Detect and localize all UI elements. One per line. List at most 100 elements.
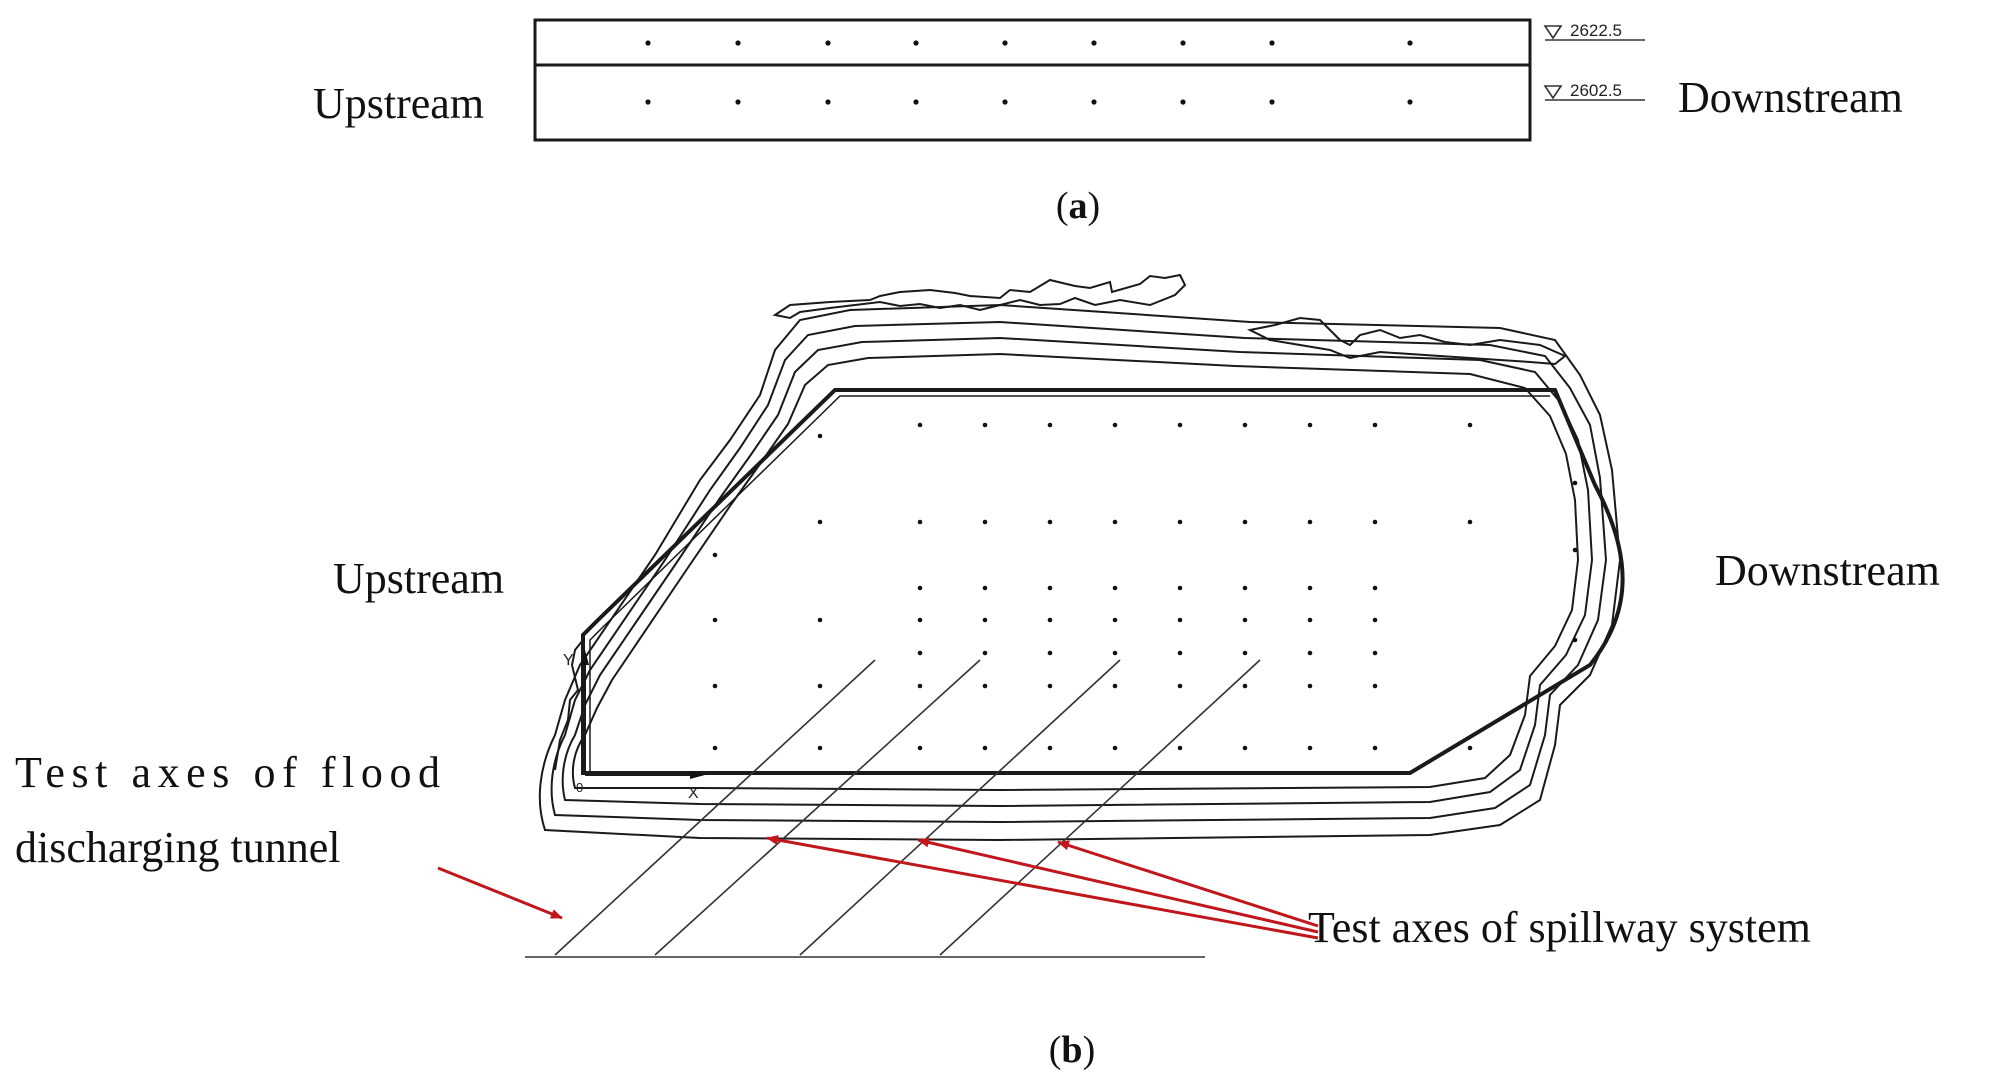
rough-top-edge (772, 273, 1187, 320)
contour-line (538, 303, 1622, 842)
y-axis-label: Y (563, 652, 574, 669)
measurement-point (1307, 650, 1313, 656)
measurement-point (712, 552, 718, 558)
measurement-point (1002, 40, 1008, 46)
elevation-triangle-icon (1543, 85, 1563, 100)
measurement-point (1467, 422, 1473, 428)
contour-line (550, 320, 1608, 824)
local-coordinate-axes: Y X 0 (563, 650, 705, 802)
measurement-point (1269, 40, 1275, 46)
measurement-point (1242, 745, 1248, 751)
flood-tunnel-label-line1: Test axes of flood (15, 748, 440, 797)
measurement-point (1242, 683, 1248, 689)
test-axis-lines (525, 659, 1261, 958)
x-axis-label: X (688, 785, 699, 802)
measurement-point (712, 745, 718, 751)
measurement-point (1407, 99, 1413, 105)
measurement-point (1242, 617, 1248, 623)
flood-tunnel-arrow (437, 866, 563, 920)
measurement-point (982, 745, 988, 751)
measurement-point (982, 650, 988, 656)
panel-a-downstream-label: Downstream (1678, 73, 1903, 122)
measurement-point (1112, 585, 1118, 591)
measurement-point (735, 40, 741, 46)
excavation-contours (538, 303, 1622, 842)
measurement-point (913, 40, 919, 46)
panel-b-upstream-label: Upstream (333, 554, 504, 603)
measurement-point (1112, 683, 1118, 689)
upstream-wall-edge (554, 639, 584, 771)
panel-a-dots (645, 40, 1413, 105)
measurement-point (1047, 683, 1053, 689)
measurement-point (1180, 40, 1186, 46)
contour-line (561, 336, 1594, 808)
measurement-point (1307, 422, 1313, 428)
measurement-point (645, 99, 651, 105)
measurement-point (825, 40, 831, 46)
panel-a-upstream-label: Upstream (313, 79, 484, 128)
measurement-point (712, 683, 718, 689)
measurement-point (1177, 617, 1183, 623)
measurement-point (817, 519, 823, 525)
measurement-point (1112, 617, 1118, 623)
measurement-point (917, 585, 923, 591)
measurement-point (1242, 422, 1248, 428)
measurement-point (917, 617, 923, 623)
test-axis-line (654, 659, 981, 956)
measurement-point (1047, 617, 1053, 623)
measurement-point (1242, 519, 1248, 525)
panel-b: Y X 0 Upstream Downstream Test axes of f… (15, 273, 1940, 1071)
panel-b-caption: (b) (1049, 1029, 1095, 1071)
measurement-point (1307, 585, 1313, 591)
measurement-point (1091, 99, 1097, 105)
measurement-point (913, 99, 919, 105)
test-axis-line (939, 659, 1261, 956)
panel-a: 2622.5 2602.5 Upstream Downstream (a) (313, 18, 1903, 227)
measurement-point (917, 650, 923, 656)
elevation-triangle-icon (1543, 25, 1563, 40)
measurement-point (982, 617, 988, 623)
contour-line (571, 352, 1580, 792)
measurement-point (1572, 547, 1578, 553)
measurement-point (1177, 519, 1183, 525)
measurement-point (1047, 422, 1053, 428)
measurement-point (982, 422, 988, 428)
measurement-point (982, 519, 988, 525)
measurement-point (1467, 745, 1473, 751)
elevation-top-label: 2622.5 (1570, 21, 1622, 40)
measurement-point (982, 683, 988, 689)
measurement-point (917, 683, 923, 689)
panel-a-caption: (a) (1056, 185, 1100, 227)
spillway-label: Test axes of spillway system (1308, 903, 1811, 952)
elevation-bottom-label: 2602.5 (1570, 81, 1622, 100)
measurement-point (1407, 40, 1413, 46)
measurement-point (1372, 650, 1378, 656)
panel-b-dots (712, 422, 1578, 751)
measurement-point (1180, 99, 1186, 105)
measurement-point (1177, 683, 1183, 689)
measurement-point (917, 519, 923, 525)
measurement-point (712, 617, 718, 623)
measurement-point (1307, 519, 1313, 525)
dam-section-outline (533, 18, 1532, 142)
measurement-point (1177, 650, 1183, 656)
panel-b-downstream-label: Downstream (1715, 546, 1940, 595)
measurement-point (1047, 585, 1053, 591)
measurement-point (1091, 40, 1097, 46)
elevation-marker-top: 2622.5 (1543, 21, 1645, 41)
spillway-arrow (917, 837, 1319, 934)
measurement-point (1177, 585, 1183, 591)
measurement-point (982, 585, 988, 591)
flood-tunnel-label-line2: discharging tunnel (15, 823, 340, 872)
spillway-arrow (1057, 840, 1319, 928)
measurement-point (1177, 422, 1183, 428)
measurement-point (1372, 585, 1378, 591)
elevation-marker-bottom: 2602.5 (1543, 81, 1645, 101)
measurement-point (1112, 519, 1118, 525)
measurement-point (1269, 99, 1275, 105)
measurement-point (645, 40, 651, 46)
rough-top-edge (1246, 316, 1567, 366)
annotation-arrows (437, 835, 1319, 940)
measurement-point (917, 745, 923, 751)
